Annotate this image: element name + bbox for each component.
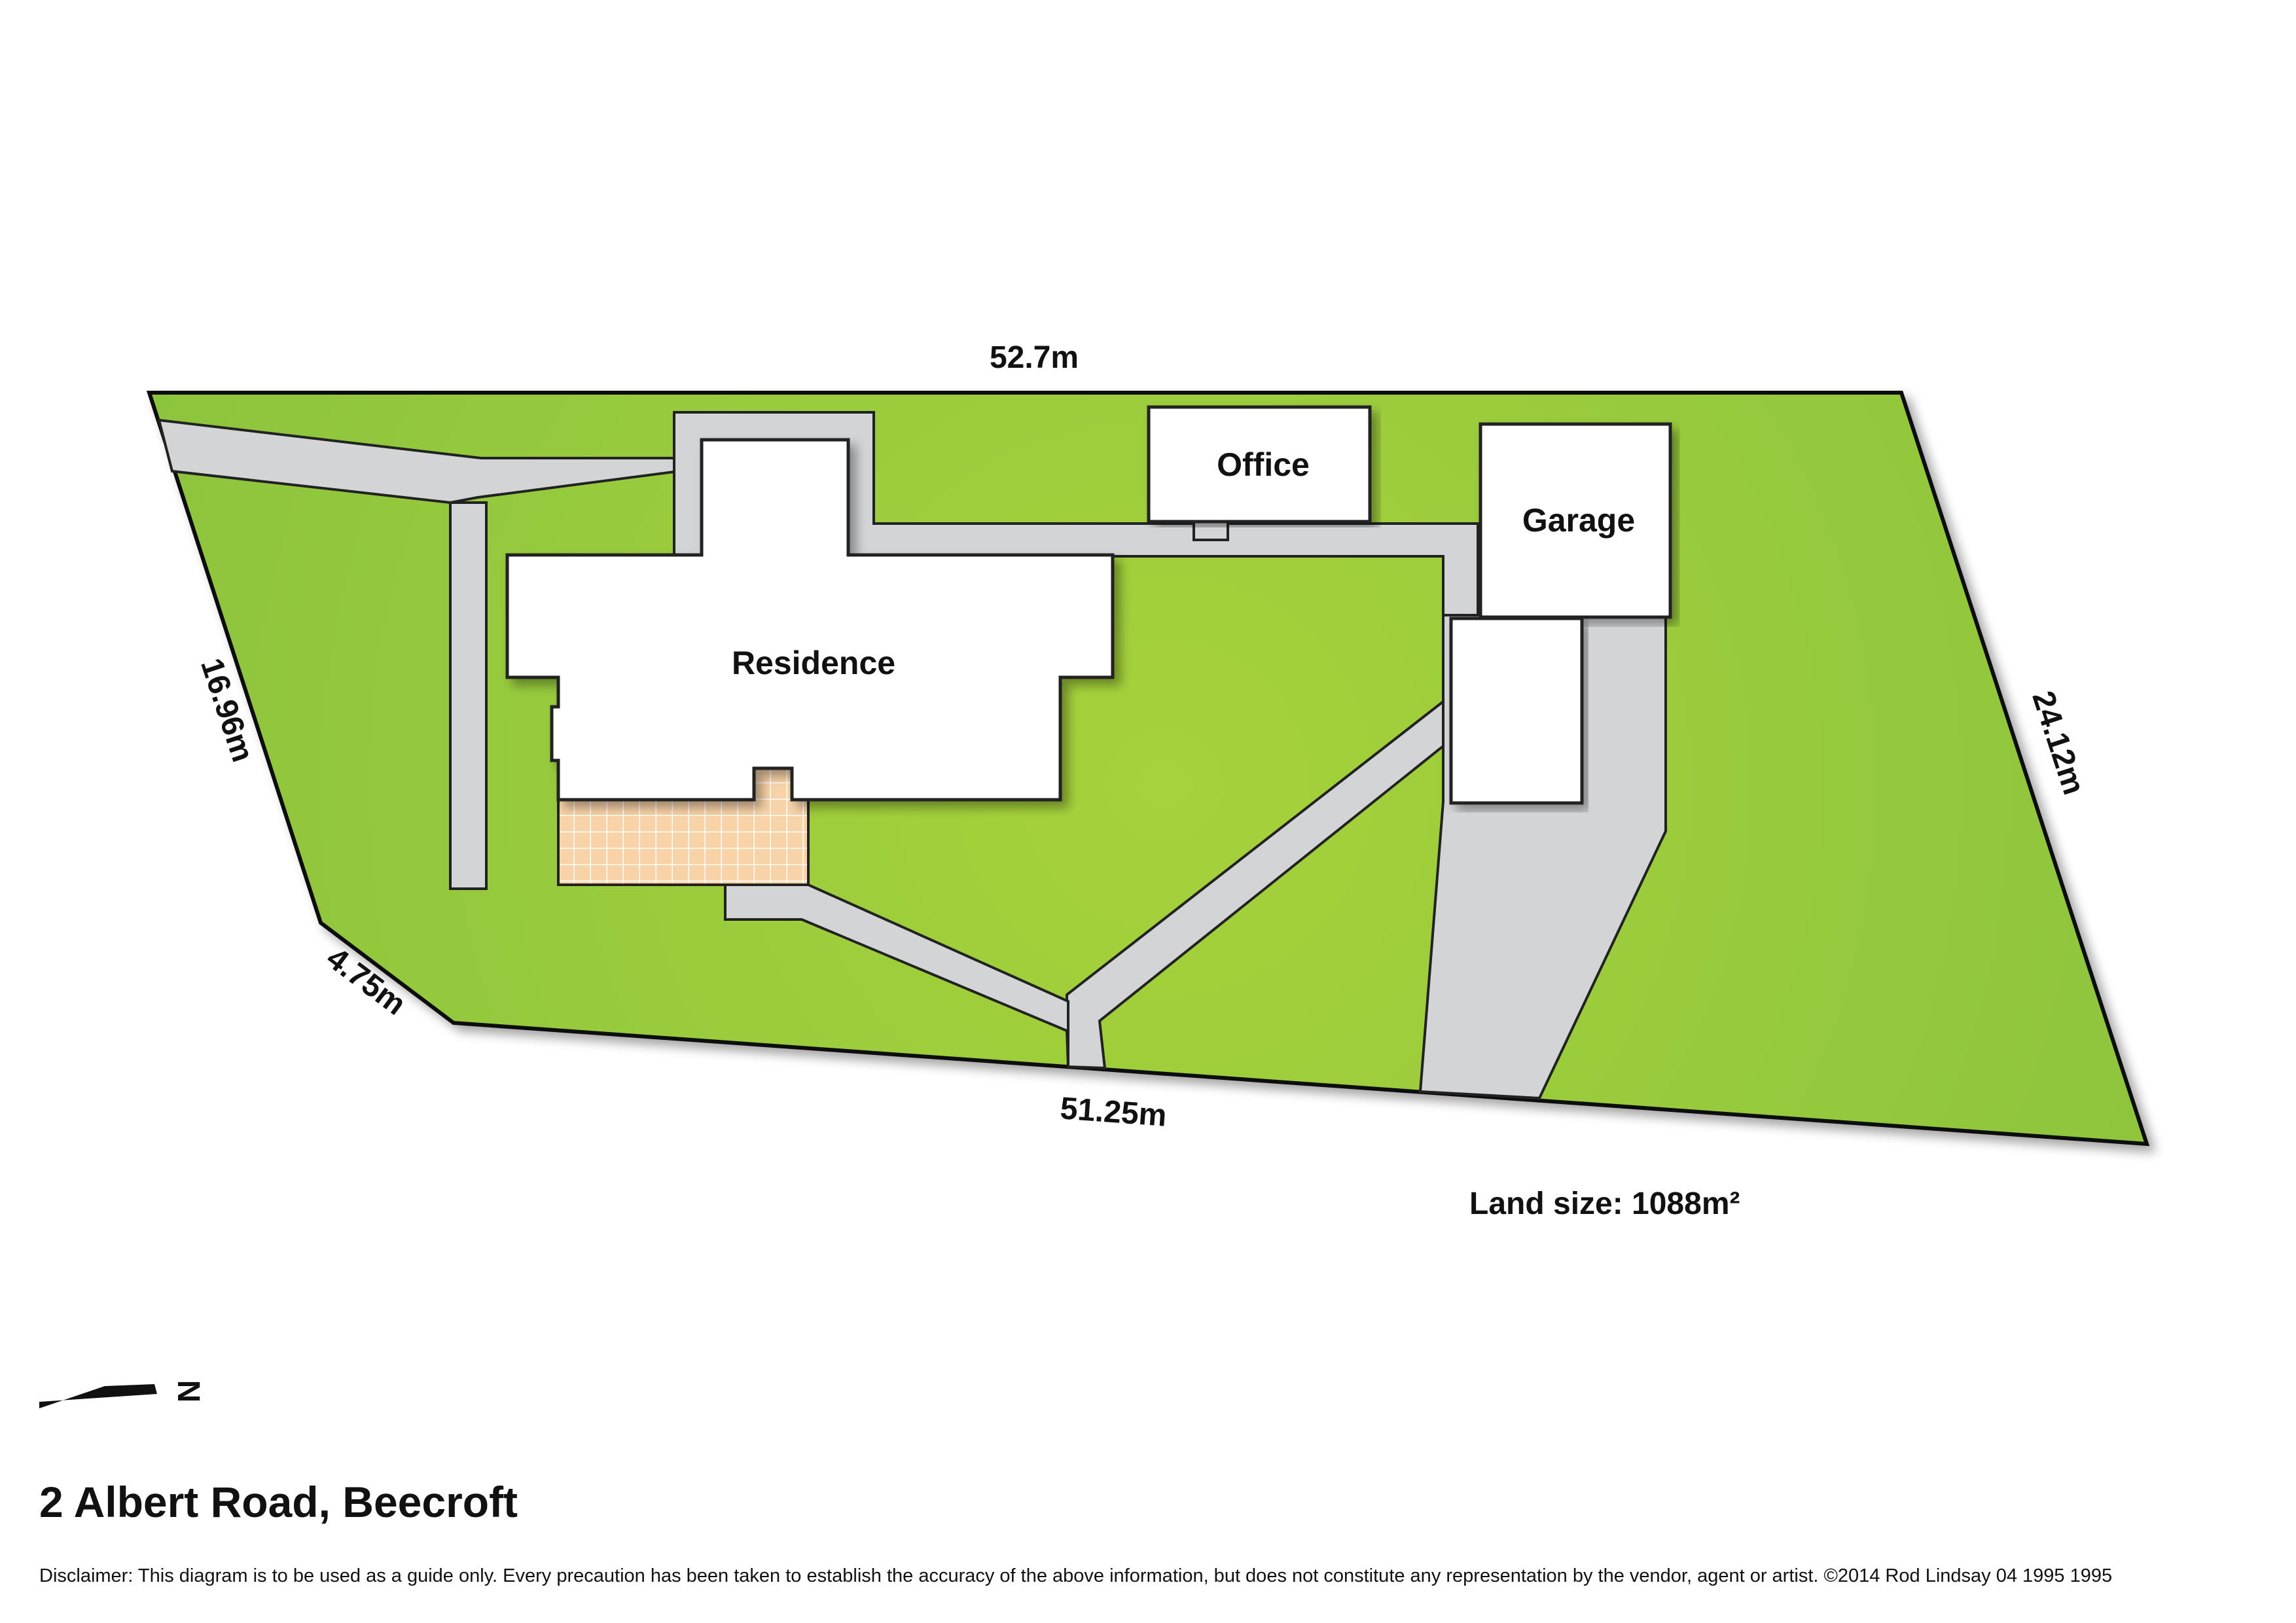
address-title: 2 Albert Road, Beecroft	[39, 1478, 518, 1526]
garage-label: Garage	[1522, 502, 1635, 539]
disclaimer-text: Disclaimer: This diagram is to be used a…	[39, 1565, 2112, 1586]
north-label: N	[171, 1380, 206, 1403]
diagonal-path-right	[1065, 698, 1444, 1070]
office-label: Office	[1217, 446, 1310, 483]
diagonal-path-left	[724, 883, 1069, 1067]
garage-building	[1479, 422, 1672, 619]
carport	[1449, 616, 1584, 805]
dimension-right: 24.12m	[2025, 687, 2091, 799]
office-building	[1147, 405, 1372, 524]
residence-building	[505, 438, 1115, 802]
north-arrow: N	[39, 1380, 206, 1408]
land-size: Land size: 1088m²	[1469, 1186, 1740, 1221]
residence-label: Residence	[732, 645, 895, 681]
dimension-top: 52.7m	[990, 340, 1079, 375]
side-path	[449, 501, 488, 890]
north-arrow-icon	[39, 1384, 157, 1408]
dimension-bottom: 51.25m	[1059, 1091, 1168, 1133]
